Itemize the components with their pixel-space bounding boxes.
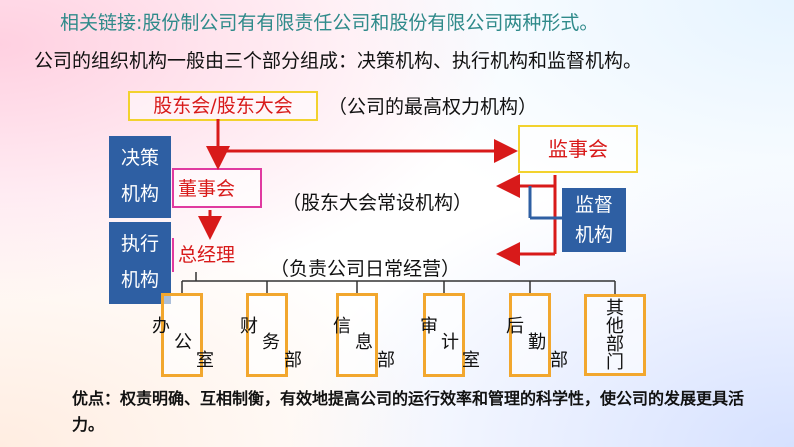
dept-other-char-2: 他 — [606, 316, 624, 337]
dept-1-char-1: 办 — [152, 316, 170, 337]
department-finance-box — [246, 293, 288, 377]
dept-5-char-1: 后 — [506, 316, 524, 337]
advantages-text: 优点：权责明确、互相制衡，有效地提高公司的运行效率和管理的科学性，使公司的发展更… — [72, 389, 745, 434]
supervision-body-box: 监督 机构 — [562, 188, 626, 252]
dept-other-char-3: 部 — [606, 334, 624, 355]
shareholders-meeting-box: 股东会/股东大会 — [128, 91, 318, 121]
dept-2-char-3: 部 — [284, 350, 302, 371]
dept-other-char-1: 其 — [606, 298, 624, 319]
shareholders-note: （公司的最高权力机构） — [328, 96, 538, 118]
dept-4-char-3: 室 — [462, 350, 480, 371]
header-note: 相关链接:股份制公司有有限责任公司和股份有限公司两种形式。 — [60, 12, 599, 34]
decision-body-line1: 决策 — [120, 147, 159, 169]
dept-2-char-1: 财 — [240, 316, 258, 337]
execution-body-box: 执行 机构 — [109, 222, 171, 304]
execution-body-line1: 执行 — [120, 233, 159, 255]
intro-text: 公司的组织机构一般由三个部分组成：决策机构、执行机构和监督机构。 — [34, 50, 643, 72]
dept-5-char-2: 勤 — [528, 332, 546, 353]
manager-note: （负责公司日常经营） — [270, 258, 461, 280]
decision-body-line2: 机构 — [120, 183, 159, 205]
dept-5-char-3: 部 — [550, 350, 568, 371]
dept-3-char-1: 信 — [333, 316, 351, 337]
board-of-supervisors-box: 监事会 — [518, 125, 638, 173]
dept-4-char-1: 审 — [420, 316, 438, 337]
department-information-box — [336, 293, 378, 377]
department-office-box — [161, 293, 203, 377]
supervision-body-line1: 监督 — [574, 194, 613, 216]
dept-1-char-2: 公 — [174, 332, 192, 353]
department-other-box — [584, 294, 646, 376]
board-of-directors-box: 董事会 — [172, 168, 262, 208]
dept-3-char-2: 息 — [355, 332, 373, 353]
general-manager-box: 总经理 — [172, 238, 254, 272]
department-logistics-box — [509, 293, 551, 377]
dept-1-char-3: 室 — [196, 350, 214, 371]
execution-body-line2: 机构 — [120, 269, 159, 291]
decision-body-box: 决策 机构 — [109, 136, 171, 218]
board-note: （股东大会常设机构） — [282, 192, 473, 214]
dept-other-char-4: 门 — [606, 352, 624, 373]
dept-3-char-3: 部 — [377, 350, 395, 371]
department-audit-box — [423, 293, 465, 377]
dept-2-char-2: 务 — [262, 332, 280, 353]
dept-4-char-2: 计 — [441, 332, 459, 353]
supervision-body-line2: 机构 — [574, 224, 613, 246]
